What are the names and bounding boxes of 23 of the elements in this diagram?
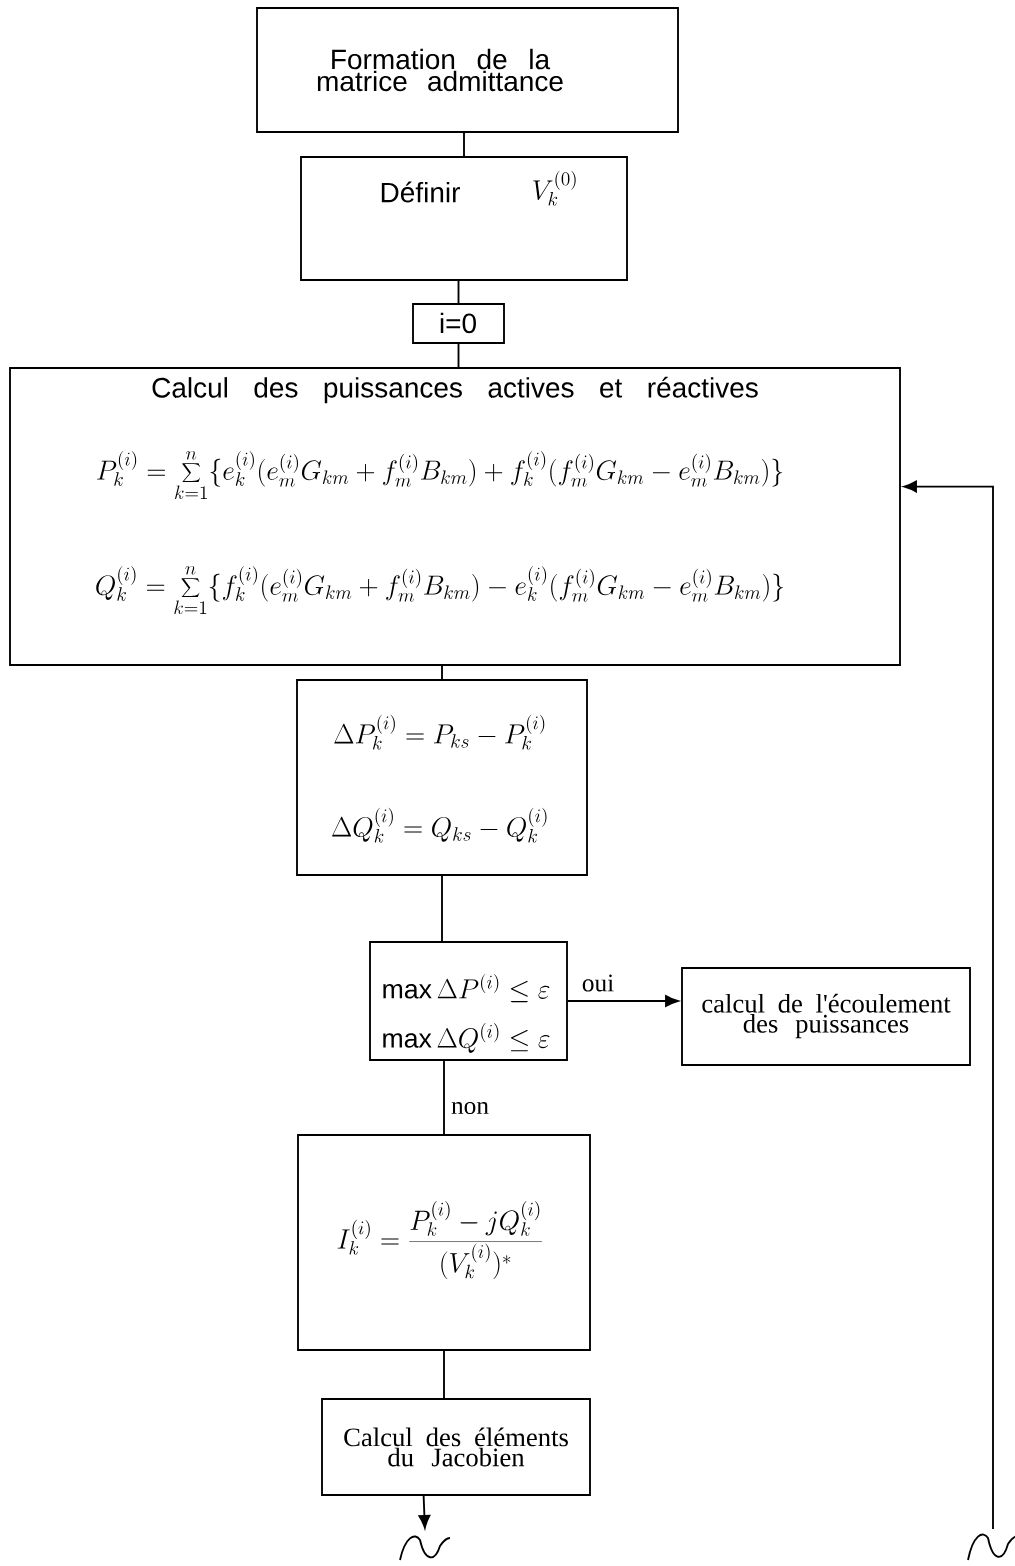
process-box: $\max \Delta P^{(i)} \leq \varepsilon$ $\max \Delta Q^{(i)} \leq \varepsilon$ <box>369 941 568 1061</box>
connector-line <box>441 665 443 680</box>
arrow <box>903 480 994 1530</box>
process-box: i=0 <box>412 303 505 344</box>
process-box: Définir $V_k^{(0)}$ <box>300 156 628 281</box>
process-box: calcul de l'écoulement des puissances <box>681 967 971 1066</box>
process-box: Formation de la matrice admittance <box>256 7 679 133</box>
edge-label: non <box>449 1100 491 1116</box>
connector-line <box>457 280 460 304</box>
connector-line <box>443 1350 445 1399</box>
connector-line <box>457 343 460 368</box>
connector-symbol <box>399 1535 451 1561</box>
process-box: $\Delta P_k^{(i)} = P_{ks} - P_k^{(i)}$ $\Delta Q_k^{(i)} = Q_{ks} - Q_k^{(i)}$ <box>296 679 588 876</box>
connector-line <box>441 875 443 942</box>
process-box: Calcul des éléments du Jacobien <box>321 1398 591 1496</box>
connector-line <box>463 132 465 157</box>
edge-label: oui <box>580 973 616 993</box>
process-box: Calcul des puissances actives et réactives $P_k^{(i)}= \sum_{k=1}^{n} \{ e_k^{(i)} ( e_m^{(i)} G_{km}+f_m^{(i)} B_{km}) + f_k^{(i)} ( f_m^{(i)} G_{km}- e_m^{(i)} B_{km})\}$ $Q_k^{(i)}= \sum_{k=1}^{n} \{ f_k^{(i)} ( e_m^{(i)} G_{km}+f_m^{(i)} B_{km})- e_k^{(i)} ( f_m^{(i)} G_{km}- e_m^{(i)} B_{km})\}$ <box>9 367 901 666</box>
arrow <box>418 1495 431 1529</box>
connector-line <box>443 1060 445 1135</box>
connector-symbol <box>967 1533 1015 1561</box>
process-box: $I_k^{(i)} = \frac{P_k^{(i)} - jQ_k^{(i)}}{(V_k^{(i)})^{*}}$ <box>297 1134 591 1351</box>
arrow <box>567 995 679 1007</box>
